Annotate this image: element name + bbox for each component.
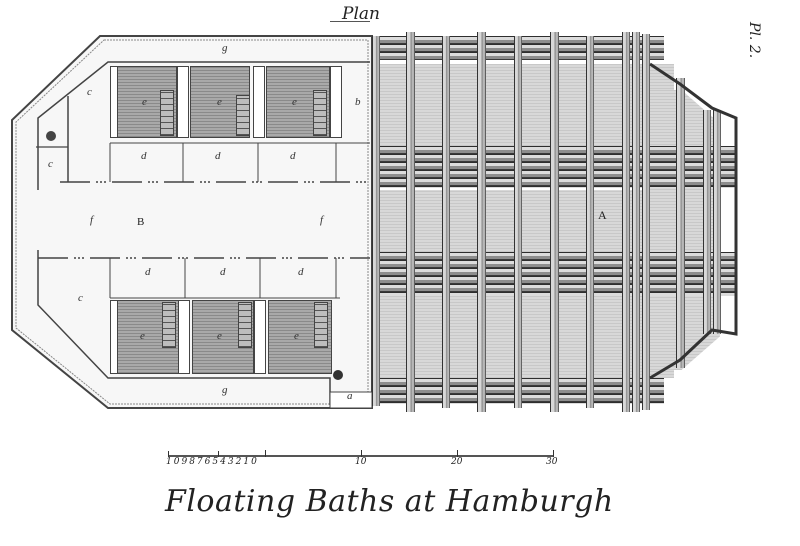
label-bath: e xyxy=(294,330,299,342)
scale-label-30: 30 xyxy=(546,457,558,467)
log-beam xyxy=(632,32,640,412)
bath-steps-icon xyxy=(238,302,252,348)
bath-pillar xyxy=(253,66,265,138)
bath-pillar xyxy=(177,66,189,138)
scale-tick xyxy=(218,451,219,457)
log-beam xyxy=(622,32,630,412)
log-beam xyxy=(406,32,415,412)
bath-pillar xyxy=(254,300,266,374)
label-bath: e xyxy=(217,330,222,342)
label-closet-upper: c xyxy=(48,158,53,170)
label-dressing: d xyxy=(298,266,304,278)
scale-label-20: 20 xyxy=(451,457,463,467)
plan-heading: Plan xyxy=(342,4,380,24)
log-beam xyxy=(442,36,450,408)
bath-steps-icon xyxy=(160,90,174,136)
log-beam xyxy=(642,34,650,410)
label-entry: a xyxy=(347,390,353,402)
label-corridor-top: g xyxy=(222,42,228,54)
label-bath: e xyxy=(217,96,222,108)
log-beam xyxy=(586,36,594,408)
plate-title: Floating Baths at Hamburgh xyxy=(165,484,614,519)
label-dressing: d xyxy=(215,150,221,162)
label-hall-left: f xyxy=(90,214,94,226)
label-dressing: d xyxy=(290,150,296,162)
scale-tick xyxy=(553,450,554,457)
label-closet-lower: c xyxy=(78,292,83,304)
log-beam xyxy=(477,32,486,412)
scale-tick xyxy=(265,450,266,457)
bath-steps-icon xyxy=(314,302,328,348)
plan-heading-underline xyxy=(330,21,370,22)
label-hall-right: f xyxy=(320,214,324,226)
label-corridor-bottom: g xyxy=(222,384,228,396)
log-beam xyxy=(514,36,522,408)
bath-pillar xyxy=(330,66,342,138)
bath-pillar xyxy=(178,300,190,374)
scale-label-10: 10 xyxy=(355,457,367,467)
label-dressing: d xyxy=(141,150,147,162)
scale-small-labels: 10 9 8 7 6 5 4 3 2 1 0 xyxy=(166,457,259,467)
label-bath: e xyxy=(140,330,145,342)
label-corner-room: b xyxy=(355,96,361,108)
scale-tick xyxy=(457,450,458,457)
bath-steps-icon xyxy=(236,95,250,136)
label-dressing: d xyxy=(145,266,151,278)
log-beam xyxy=(703,110,711,334)
label-closet-top: c xyxy=(87,86,92,98)
bath-steps-icon xyxy=(313,90,327,136)
scale-tick xyxy=(361,450,362,457)
label-bath: e xyxy=(142,96,147,108)
bath-steps-icon xyxy=(162,302,176,348)
label-raft-A: A xyxy=(598,208,607,222)
log-beam xyxy=(550,32,559,412)
log-beam xyxy=(713,110,721,334)
label-house-B: B xyxy=(137,216,145,228)
label-dressing: d xyxy=(220,266,226,278)
log-beam xyxy=(372,36,380,406)
label-bath: e xyxy=(292,96,297,108)
log-beam xyxy=(676,78,685,368)
raft-bow-outline xyxy=(649,62,738,380)
bath-pillar xyxy=(110,66,118,138)
scale-tick xyxy=(168,451,169,457)
bath-pillar xyxy=(110,300,118,374)
